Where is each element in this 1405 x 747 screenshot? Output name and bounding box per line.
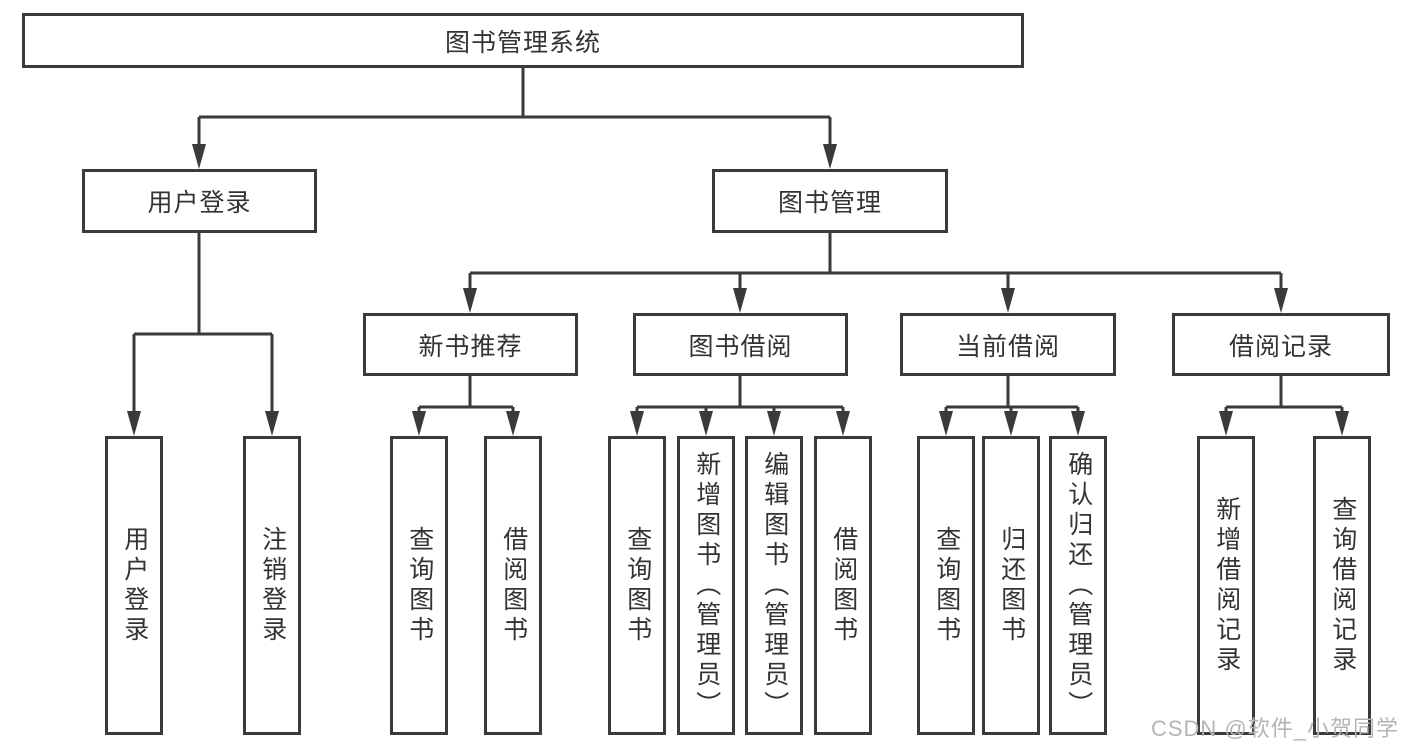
leaf-recommend-query-books-label: 查询图书 bbox=[405, 525, 434, 646]
leaf-add-borrow-record-label: 新增借阅记录 bbox=[1212, 495, 1241, 676]
leaf-confirm-return-admin: 确认归还（管理员） bbox=[1049, 436, 1107, 735]
node-user-login: 用户登录 bbox=[82, 169, 317, 233]
node-book-management-label: 图书管理 bbox=[777, 189, 882, 217]
node-borrow-records: 借阅记录 bbox=[1172, 313, 1390, 376]
node-current-borrow-label: 当前借阅 bbox=[955, 332, 1060, 361]
node-book-borrow-label: 图书借阅 bbox=[688, 332, 793, 361]
leaf-borrow-query-books: 查询图书 bbox=[608, 436, 666, 735]
csdn-watermark: CSDN @软件_小贺同学 bbox=[1150, 716, 1399, 741]
node-book-management: 图书管理 bbox=[712, 169, 948, 233]
leaf-borrow-books-label: 借阅图书 bbox=[829, 525, 858, 646]
leaf-edit-books-admin-label: 编辑图书（管理员） bbox=[760, 450, 789, 721]
leaf-borrow-books: 借阅图书 bbox=[814, 436, 872, 735]
node-borrow-records-label: 借阅记录 bbox=[1228, 332, 1333, 361]
leaf-add-books-admin: 新增图书（管理员） bbox=[677, 436, 735, 735]
leaf-recommend-query-books: 查询图书 bbox=[390, 436, 448, 735]
leaf-add-books-admin-label: 新增图书（管理员） bbox=[692, 450, 721, 721]
leaf-user-login-label: 用户登录 bbox=[120, 525, 149, 646]
leaf-current-query-books-label: 查询图书 bbox=[932, 525, 961, 646]
node-new-book-recommend: 新书推荐 bbox=[363, 313, 578, 376]
leaf-return-books-label: 归还图书 bbox=[997, 525, 1026, 646]
leaf-edit-books-admin: 编辑图书（管理员） bbox=[745, 436, 803, 735]
node-library-system: 图书管理系统 bbox=[22, 13, 1024, 68]
leaf-recommend-borrow-books-label: 借阅图书 bbox=[499, 525, 528, 646]
leaf-query-borrow-record: 查询借阅记录 bbox=[1313, 436, 1371, 735]
leaf-recommend-borrow-books: 借阅图书 bbox=[484, 436, 542, 735]
leaf-current-query-books: 查询图书 bbox=[917, 436, 975, 735]
leaf-return-books: 归还图书 bbox=[982, 436, 1040, 735]
leaf-borrow-query-books-label: 查询图书 bbox=[623, 525, 652, 646]
leaf-logout-label: 注销登录 bbox=[258, 525, 287, 646]
node-current-borrow: 当前借阅 bbox=[900, 313, 1116, 376]
leaf-query-borrow-record-label: 查询借阅记录 bbox=[1328, 495, 1357, 676]
node-book-borrow: 图书借阅 bbox=[633, 313, 848, 376]
node-new-book-recommend-label: 新书推荐 bbox=[418, 332, 523, 361]
leaf-confirm-return-admin-label: 确认归还（管理员） bbox=[1064, 450, 1093, 721]
leaf-add-borrow-record: 新增借阅记录 bbox=[1197, 436, 1255, 735]
node-library-system-label: 图书管理系统 bbox=[444, 28, 601, 57]
leaf-user-login: 用户登录 bbox=[105, 436, 163, 735]
leaf-logout: 注销登录 bbox=[243, 436, 301, 735]
node-user-login-label: 用户登录 bbox=[147, 189, 252, 217]
